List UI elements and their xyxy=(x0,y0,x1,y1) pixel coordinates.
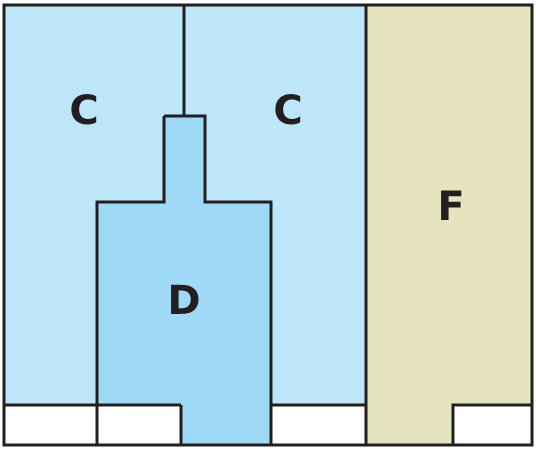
outlines xyxy=(2,3,534,447)
bottom-cell-3 xyxy=(271,405,366,445)
outer-border xyxy=(2,3,534,447)
label-c-left: C xyxy=(69,88,98,134)
region-f xyxy=(366,5,532,445)
bottom-cell-4 xyxy=(453,405,532,445)
region-d xyxy=(97,116,271,445)
bottom-cell-2 xyxy=(97,405,181,445)
bottom-cell-1 xyxy=(4,405,97,445)
label-c-right: C xyxy=(273,88,302,134)
label-d: D xyxy=(167,278,200,324)
label-f: F xyxy=(437,184,464,230)
region-d-outline xyxy=(95,114,273,445)
bottom-cell-4-outline xyxy=(451,403,532,445)
